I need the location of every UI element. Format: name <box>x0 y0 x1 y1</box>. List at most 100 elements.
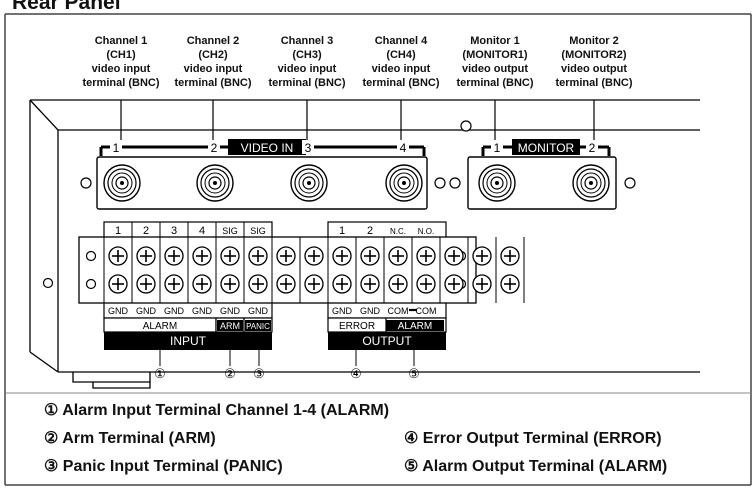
page-title: Rear Panel <box>12 0 121 14</box>
input-section-label: INPUT <box>170 334 207 348</box>
terminal-label-line: terminal (BNC) <box>456 77 533 89</box>
mount-hole <box>85 250 97 262</box>
output-terminal-block: ERROR ALARM OUTPUT <box>327 221 447 350</box>
video-in-bar: VIDEO IN 1 2 3 4 <box>99 139 426 156</box>
output-terminal-number: N.O. <box>418 227 434 236</box>
terminal-screw <box>472 274 492 294</box>
terminal-screw <box>164 274 184 294</box>
terminal-screw <box>136 274 156 294</box>
callout-dot <box>157 331 163 337</box>
terminal-label-line: video input <box>278 63 337 75</box>
terminal-label-line: video input <box>372 63 431 75</box>
terminal-label-line: terminal (BNC) <box>174 77 251 89</box>
panic-label: PANIC <box>246 322 270 331</box>
monitor-number: 2 <box>589 141 596 155</box>
output-bottom-label: GND <box>332 306 353 316</box>
terminal-screw <box>500 246 520 266</box>
caption-arm: ② Arm Terminal (ARM) <box>44 430 216 447</box>
monitor-bar: MONITOR 1 2 <box>481 139 611 156</box>
output-bottom-label: COM <box>388 306 409 316</box>
terminal-label-line: video output <box>561 63 627 75</box>
video-in-number: 2 <box>211 141 218 155</box>
callout-marker: ④ <box>350 366 362 381</box>
screw-hole <box>42 277 54 289</box>
callout-marker: ③ <box>253 366 265 381</box>
input-gnd-label: GND <box>108 306 129 316</box>
monitor-output-bnc <box>478 164 516 202</box>
terminal-label-line: terminal (BNC) <box>362 77 439 89</box>
video-in-plate <box>96 156 428 210</box>
error-label: ERROR <box>339 321 375 332</box>
arm-label: ARM <box>220 321 240 331</box>
callout-marker: ⑤ <box>408 366 420 381</box>
monitor-output-bnc <box>572 164 610 202</box>
output-terminal-number: N.C. <box>390 227 406 236</box>
video-input-bnc <box>385 164 423 202</box>
terminal-screw <box>248 274 268 294</box>
input-terminal-number: 4 <box>199 225 205 237</box>
video-in-number: 1 <box>113 141 120 155</box>
input-gnd-label: GND <box>192 306 213 316</box>
terminal-label-line: (CH2) <box>198 49 228 61</box>
screw-hole <box>80 177 92 189</box>
terminal-label-line: Channel 4 <box>375 35 428 47</box>
terminal-label-line: video input <box>184 63 243 75</box>
terminal-screw <box>332 246 352 266</box>
terminal-screw <box>248 246 268 266</box>
terminal-screw <box>164 246 184 266</box>
output-bottom-label: COM <box>416 306 437 316</box>
video-in-number: 4 <box>400 141 407 155</box>
terminal-screw <box>416 246 436 266</box>
output-alarm-label: ALARM <box>398 321 432 332</box>
terminal-screw <box>192 246 212 266</box>
terminal-label-line: (CH1) <box>106 49 136 61</box>
terminal-label-line: Monitor 1 <box>470 35 520 47</box>
input-terminal-number: 3 <box>171 225 177 237</box>
output-section-label: OUTPUT <box>362 334 412 348</box>
terminal-screw <box>192 274 212 294</box>
caption-alarm-input: ① Alarm Input Terminal Channel 1-4 (ALAR… <box>44 402 390 419</box>
terminal-screw <box>500 274 520 294</box>
caption-alarm-output: ⑤ Alarm Output Terminal (ALARM) <box>404 458 668 475</box>
output-terminal-number: 1 <box>339 225 345 237</box>
terminal-label-line: (CH4) <box>386 49 416 61</box>
terminal-label-line: video output <box>462 63 528 75</box>
video-input-bnc <box>196 164 234 202</box>
input-terminal-number: SIG <box>222 226 238 236</box>
device-chassis <box>29 99 700 389</box>
terminal-screw <box>304 274 324 294</box>
terminal-label-line: (MONITOR1) <box>462 49 528 61</box>
terminal-label: Channel 4 (CH4) video input terminal (BNC) <box>362 35 440 140</box>
terminal-label-line: terminal (BNC) <box>555 77 632 89</box>
output-terminal-number: 2 <box>367 225 373 237</box>
caption-error-output: ④ Error Output Terminal (ERROR) <box>404 430 662 447</box>
terminal-screw <box>108 246 128 266</box>
terminal-screw <box>360 274 380 294</box>
terminal-label-line: terminal (BNC) <box>82 77 159 89</box>
callout-dot <box>256 331 262 337</box>
output-bottom-label: GND <box>360 306 381 316</box>
caption-panic-input: ③ Panic Input Terminal (PANIC) <box>44 458 283 475</box>
input-gnd-label: GND <box>220 306 241 316</box>
terminal-label-line: terminal (BNC) <box>268 77 345 89</box>
input-terminal-number: 1 <box>115 225 121 237</box>
video-in-number: 3 <box>305 141 312 155</box>
terminal-screw <box>220 274 240 294</box>
terminal-screw <box>332 274 352 294</box>
terminal-screw <box>444 246 464 266</box>
screw-hole <box>449 177 461 189</box>
terminal-label-line: (CH3) <box>292 49 322 61</box>
terminal-strip <box>78 236 477 304</box>
input-gnd-label: GND <box>164 306 185 316</box>
video-input-bnc <box>290 164 328 202</box>
terminal-screw <box>220 246 240 266</box>
mount-hole <box>85 278 97 290</box>
terminal-screw <box>304 246 324 266</box>
terminal-screw <box>136 246 156 266</box>
terminal-label-line: Channel 2 <box>187 35 240 47</box>
terminal-label: Monitor 2(MONITOR2)video outputterminal … <box>555 35 633 140</box>
terminal-label-line: (MONITOR2) <box>561 49 627 61</box>
callout-marker: ② <box>224 366 236 381</box>
